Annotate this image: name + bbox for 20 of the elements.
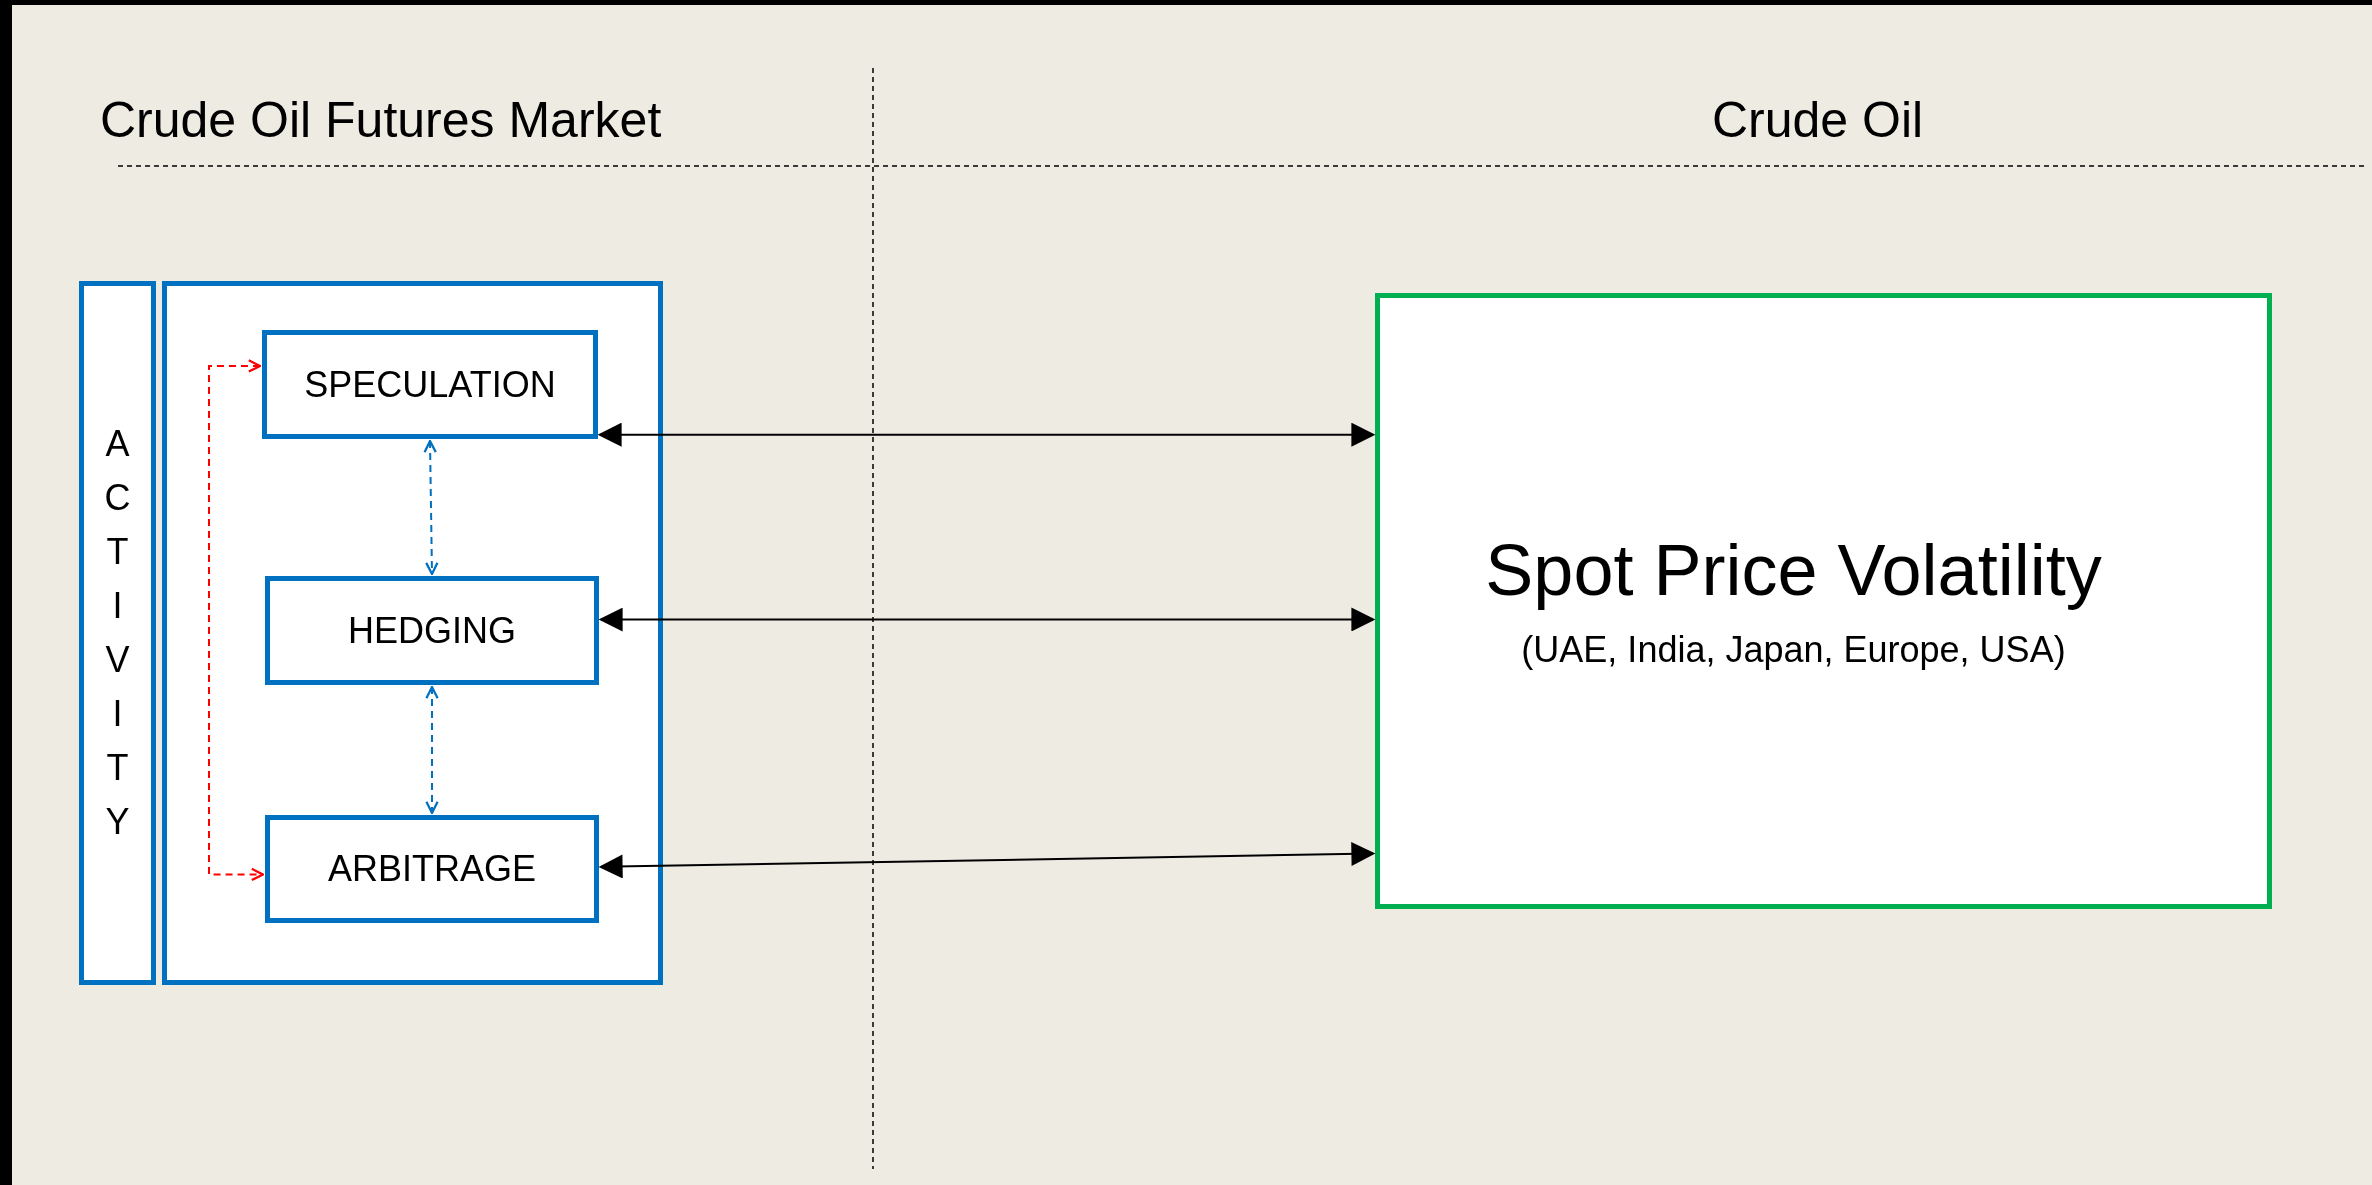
box-label: HEDGING: [348, 608, 516, 653]
vertical-label: ACTIVITY: [104, 422, 131, 844]
box-label: ARBITRAGE: [327, 847, 536, 891]
vertical-label-box: [79, 281, 156, 985]
arrow: [423, 439, 439, 576]
arrow: [425, 685, 439, 815]
box-subtitle: (UAE, India, Japan, Europe, USA): [1521, 628, 2066, 672]
box-title: Spot Price Volatility: [1485, 529, 2102, 612]
arrow: [208, 359, 265, 882]
section-heading: Crude Oil: [1712, 91, 1924, 150]
process-box: [265, 815, 599, 923]
arrow: [598, 607, 1376, 632]
process-box: [265, 576, 599, 685]
group-box: [162, 281, 663, 985]
arrow: [598, 841, 1376, 879]
section-heading: Crude Oil Futures Market: [100, 91, 662, 150]
result-box: [1375, 293, 2272, 909]
arrow: [597, 422, 1376, 447]
process-box: [262, 330, 598, 439]
box-label: SPECULATION: [304, 362, 556, 407]
